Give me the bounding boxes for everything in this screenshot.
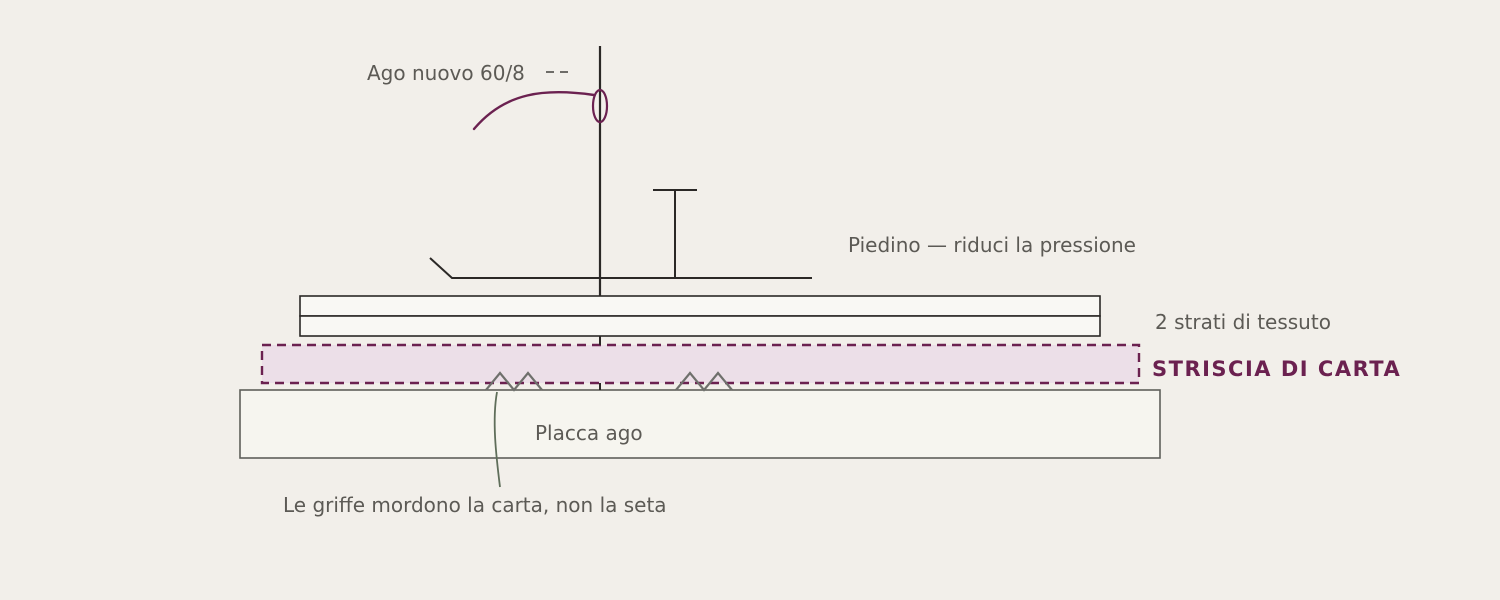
needle-label: Ago nuovo 60/8 <box>367 61 525 85</box>
feed-dogs-label: Le griffe mordono la carta, non la seta <box>283 493 667 517</box>
presser-foot-label: Piedino — riduci la pressione <box>848 233 1136 257</box>
fabric-layer-top <box>299 295 1101 317</box>
needle-eye <box>591 88 609 124</box>
needle-plate <box>239 389 1161 459</box>
feed-dogs-right <box>675 371 733 392</box>
needle-plate-label: Placca ago <box>535 421 643 445</box>
paper-strip <box>260 343 1141 385</box>
paper-strip-label: STRISCIA DI CARTA <box>1152 357 1401 381</box>
thread <box>472 90 596 131</box>
fabric-label: 2 strati di tessuto <box>1155 310 1331 334</box>
feed-dogs-leader <box>493 391 501 488</box>
feed-dogs-left <box>485 371 543 392</box>
presser-foot <box>429 257 812 279</box>
fabric-layer-bottom <box>299 315 1101 337</box>
